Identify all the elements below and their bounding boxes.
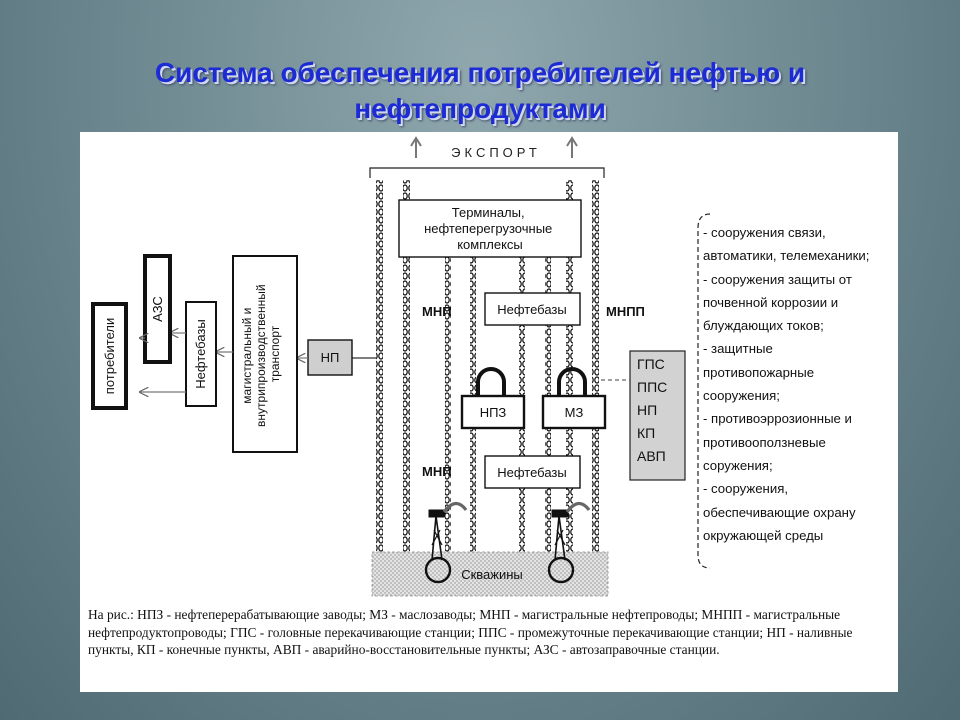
- station-kp: КП: [637, 425, 655, 441]
- np-label: НП: [321, 350, 340, 365]
- export-arrow-left: [410, 136, 422, 158]
- stations-list: ГПС ППС НП КП АВП: [637, 356, 667, 464]
- slide-title: Система обеспечения потребителей нефтью …: [154, 57, 806, 124]
- oil-depot-bottom-label: Нефтебазы: [497, 465, 566, 480]
- wells-label: Скважины: [461, 567, 523, 582]
- export-label: ЭКСПОРТ: [451, 145, 541, 160]
- note-line: автоматики, телемеханики;: [703, 248, 870, 264]
- pipeline-mnpp-right-1: [566, 180, 573, 552]
- azs-box: [143, 254, 172, 364]
- consumers-box: [91, 302, 128, 410]
- note-line: обеспечивающие охрану: [703, 504, 856, 520]
- note-line: блуждающих токов;: [703, 318, 824, 334]
- note-line: - сооружения связи,: [703, 225, 826, 240]
- mz-box: [541, 394, 607, 430]
- mz-dome-icon: [557, 367, 587, 395]
- pipeline-mnp-left-1: [376, 180, 383, 552]
- oil-depot-top-label: Нефтебазы: [497, 302, 566, 317]
- mnp-bottom-label: МНП: [422, 464, 452, 479]
- npz-label: НПЗ: [480, 405, 507, 420]
- export-brace: [369, 167, 605, 178]
- depots-left-box: [185, 301, 217, 407]
- npz-box: [460, 394, 526, 430]
- note-line: противооползневые: [703, 434, 826, 450]
- station-pps: ППС: [637, 379, 667, 395]
- note-line: - противоэррозионные и: [703, 411, 852, 427]
- pumpjack-left-icon: [424, 501, 468, 584]
- station-gps: ГПС: [637, 356, 665, 372]
- note-line: сооружения;: [703, 388, 780, 404]
- note-line: - сооружения защиты от: [703, 271, 852, 287]
- transport-label: магистральный и внутрипроизводственный т…: [240, 281, 282, 427]
- facilities-notes: - сооружения связи, автоматики, телемеха…: [703, 221, 903, 547]
- oil-depot-top-box: [484, 292, 581, 326]
- np-box: [307, 339, 353, 376]
- note-line: почвенной коррозии и: [703, 294, 839, 310]
- pipeline-mnpp-right-2: [592, 180, 599, 552]
- npz-dome-icon: [476, 367, 506, 395]
- mnp-top-label: МНП: [422, 304, 452, 319]
- terminals-label: Терминалы, нефтеперегрузочные комплексы: [424, 205, 556, 252]
- station-avp: АВП: [637, 448, 666, 464]
- mnpp-label: МНПП: [606, 304, 645, 319]
- stations-box: [629, 350, 686, 481]
- depots-left-label: Нефтебазы: [193, 319, 208, 388]
- pipeline-inner-left-1: [445, 255, 451, 555]
- note-line: противопожарные: [703, 364, 815, 380]
- notes-bracket: [697, 213, 711, 569]
- station-np: НП: [637, 402, 657, 418]
- mz-label: МЗ: [565, 405, 584, 420]
- note-line: - защитные: [703, 341, 773, 357]
- export-arrow-right: [566, 136, 578, 158]
- terminals-box: [398, 199, 582, 258]
- consumers-label: потребители: [102, 318, 117, 394]
- oil-depot-bottom-box: [484, 455, 581, 489]
- figure-caption: На рис.: НПЗ - нефтеперерабатывающие зав…: [88, 607, 853, 658]
- pipeline-mnp-left-2: [403, 180, 410, 552]
- pumpjack-right-icon: [547, 501, 591, 584]
- note-line: - сооружения,: [703, 481, 789, 497]
- azs-label: АЗС: [150, 296, 165, 322]
- transport-box: [232, 255, 298, 453]
- note-line: окружающей среды: [703, 527, 824, 543]
- note-line: соружения;: [703, 457, 773, 473]
